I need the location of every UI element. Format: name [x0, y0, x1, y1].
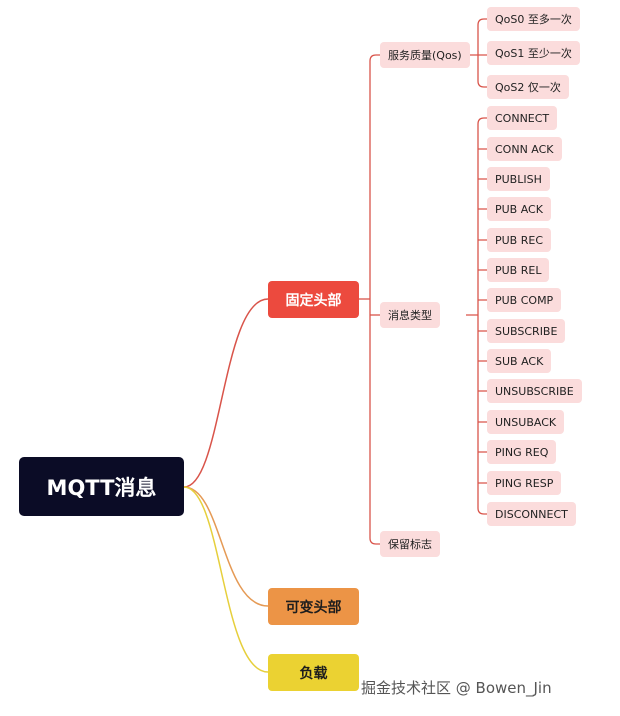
subscribe-node[interactable]: SUBSCRIBE [487, 319, 566, 343]
ping-resp-node[interactable]: PING RESP [487, 471, 562, 495]
sub-ack-node[interactable]: SUB ACK [487, 349, 552, 373]
pub-ack-node[interactable]: PUB ACK [487, 197, 551, 221]
ping-req-node[interactable]: PING REQ [487, 440, 557, 464]
unsubscribe-node[interactable]: UNSUBSCRIBE [487, 379, 582, 403]
root-node[interactable]: MQTT消息 [19, 457, 184, 516]
message-type-node[interactable]: 消息类型 [380, 302, 440, 328]
variable-header-node[interactable]: 可变头部 [268, 588, 359, 625]
payload-node[interactable]: 负载 [268, 654, 359, 691]
pub-rec-node[interactable]: PUB REC [487, 228, 552, 252]
retain-flag-node[interactable]: 保留标志 [380, 531, 440, 557]
pub-comp-node[interactable]: PUB COMP [487, 288, 562, 312]
connect-node[interactable]: CONNECT [487, 106, 558, 130]
watermark: 掘金技术社区 @ Bowen_Jin [361, 679, 552, 697]
qos0-node[interactable]: QoS0 至多一次 [487, 7, 580, 31]
link-group-spine [369, 54, 380, 545]
conn-ack-node[interactable]: CONN ACK [487, 137, 562, 161]
unsuback-node[interactable]: UNSUBACK [487, 410, 565, 434]
publish-node[interactable]: PUBLISH [487, 167, 550, 191]
link-root-variable-header [183, 486, 269, 607]
qos1-node[interactable]: QoS1 至少一次 [487, 41, 580, 65]
qos2-node[interactable]: QoS2 仅一次 [487, 75, 569, 99]
link-root-payload [183, 486, 269, 673]
qos-node[interactable]: 服务质量(Qos) [380, 42, 470, 68]
link-message-type-items [466, 117, 487, 515]
pub-rel-node[interactable]: PUB REL [487, 258, 550, 282]
disconnect-node[interactable]: DISCONNECT [487, 502, 576, 526]
link-root-fixed-header [183, 298, 269, 488]
fixed-header-node[interactable]: 固定头部 [268, 281, 359, 318]
